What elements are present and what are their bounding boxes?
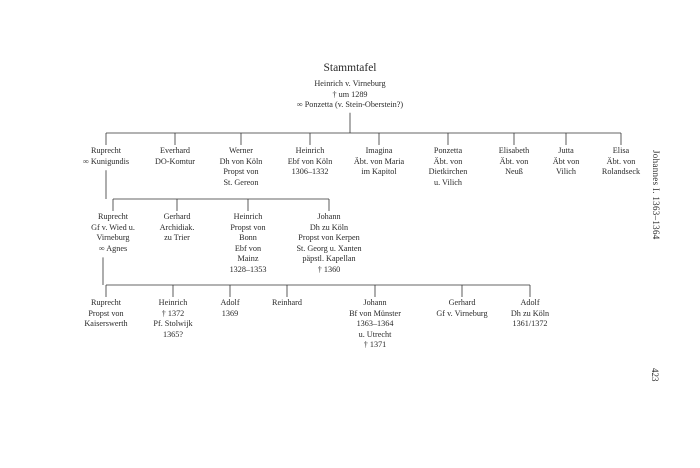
node-line: Dietkirchen (428, 167, 468, 177)
node-line: Heinrich (233, 212, 263, 221)
node-line: Gf v. Wied u. (91, 222, 135, 232)
node-line: Äbt. von (606, 156, 636, 166)
node-line: Propst von Kerpen (298, 233, 360, 243)
node-line: † 1371 (363, 340, 387, 350)
node-line: 1363–1364 (356, 319, 394, 329)
node-line: 1328–1353 (229, 264, 267, 274)
node-line: ∞ Agnes (98, 243, 128, 253)
node-line: Ponzetta (433, 146, 463, 155)
node-line: Propst von (223, 167, 259, 177)
node-line: 1369 (221, 308, 239, 318)
node-line: zu Trier (164, 233, 190, 243)
node-line: Johann (317, 212, 341, 221)
node-line: päpstl. Kapellan (302, 254, 356, 264)
tree-node-generation3-3: Reinhard (272, 298, 302, 309)
node-line: St. Gereon (223, 177, 259, 187)
node-line: Äbt. von (499, 156, 529, 166)
node-line: Ruprecht (90, 298, 122, 307)
node-line: Gerhard (448, 298, 476, 307)
node-line: Werner (229, 146, 253, 155)
node-line: Johann (363, 298, 387, 307)
node-line: Archidiak. (159, 222, 195, 232)
node-line: Gerhard (163, 212, 191, 221)
tree-node-generation1-0: Ruprecht∞ Kunigundis (83, 146, 129, 167)
node-line: Everhard (159, 146, 190, 155)
node-line: † 1360 (317, 264, 341, 274)
node-line: Ruprecht (97, 212, 129, 221)
node-line: St. Georg u. Xanten (296, 243, 362, 253)
node-line: Adolf (520, 298, 540, 307)
node-line: Bf von Münster (349, 308, 401, 318)
node-line: Vilich (556, 167, 576, 177)
running-header: Johannes I. 1363–1364 (651, 150, 661, 240)
node-line: Propst von (230, 222, 266, 232)
node-line: Ebf von Köln (287, 156, 333, 166)
node-line: Elisa (612, 146, 630, 155)
page-number: 423 (650, 368, 660, 382)
node-line: Ebf von (234, 243, 262, 253)
node-line: ∞ Ponzetta (v. Stein-Oberstein?) (296, 100, 404, 110)
node-line: Bonn (239, 233, 257, 243)
node-line: † 1372 (161, 308, 185, 318)
node-line: Dh von Köln (219, 156, 263, 166)
node-line: Dh zu Köln (309, 222, 349, 232)
node-line: Dh zu Köln (510, 308, 550, 318)
node-line: Adolf (220, 298, 240, 307)
node-line: Jutta (558, 146, 574, 155)
node-line: ∞ Kunigundis (82, 156, 130, 166)
node-line: Pf. Stolwijk (153, 319, 193, 329)
node-line: Elisabeth (498, 146, 530, 155)
node-line: Virneburg (96, 233, 130, 243)
node-line: 1306–1332 (291, 167, 329, 177)
node-line: Heinrich v. Virneburg (314, 79, 386, 88)
node-line: Neuß (505, 167, 523, 177)
node-line: Heinrich (295, 146, 325, 155)
node-line: Mainz (237, 254, 259, 264)
node-line: Ruprecht (90, 146, 122, 155)
node-line: Kaiserswerth (84, 319, 128, 329)
node-line: u. Utrecht (358, 329, 392, 339)
node-line: Äbt. von Maria (353, 156, 405, 166)
node-line: Heinrich (158, 298, 188, 307)
node-line: Imagina (365, 146, 393, 155)
node-line: u. Vilich (433, 177, 462, 187)
node-line: Reinhard (271, 298, 303, 307)
node-line: Äbt von (552, 156, 580, 166)
node-line: Äbt. von (433, 156, 463, 166)
node-line: 1365? (162, 329, 184, 339)
stammtafel-title: Stammtafel (323, 62, 377, 74)
node-line: Rolandseck (601, 167, 641, 177)
node-line: Gf v. Virneburg (436, 308, 488, 318)
node-line: Propst von (88, 308, 124, 318)
node-line: † um 1289 (332, 89, 368, 99)
node-line: im Kapitol (361, 167, 397, 177)
node-line: DO-Komtur (154, 156, 196, 166)
node-line: 1361/1372 (512, 319, 548, 329)
tree-node-root: Heinrich v. Virneburg† um 1289∞ Ponzetta… (297, 79, 403, 111)
